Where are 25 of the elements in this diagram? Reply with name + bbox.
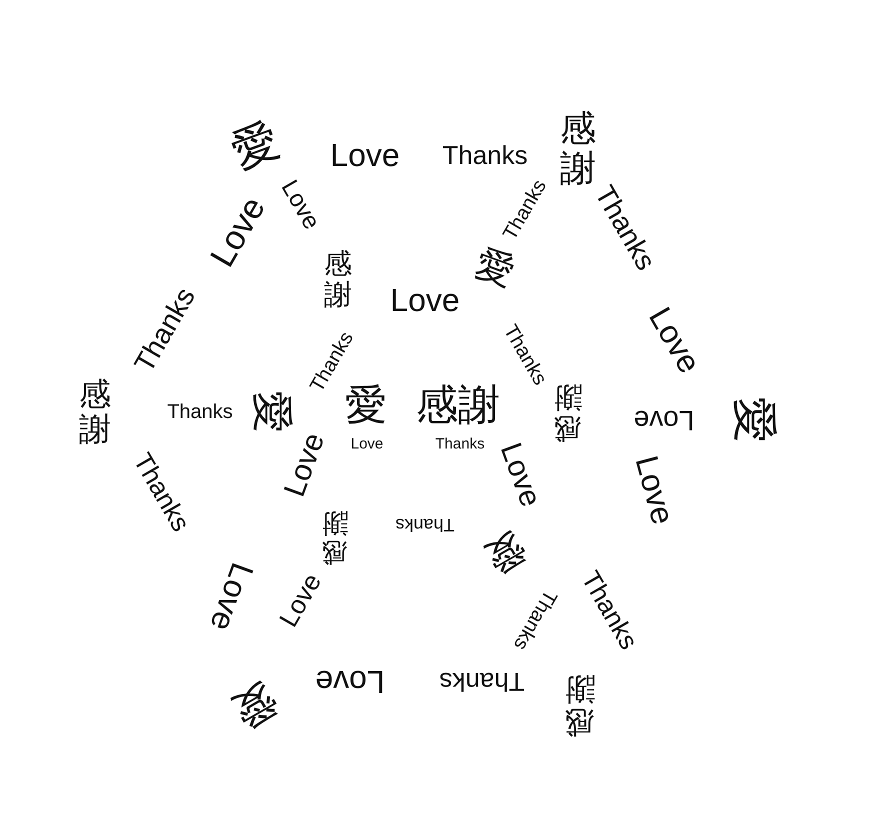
vertical-word: 感謝 <box>565 672 595 738</box>
rotated-word: 愛 <box>470 244 520 292</box>
vertical-word: 感謝 <box>324 249 352 311</box>
word: Love <box>390 284 460 316</box>
rotated-word: Love <box>634 406 694 434</box>
rotated-word: Love <box>205 558 259 636</box>
word: Thanks <box>442 142 528 168</box>
vertical-word: 感謝 <box>554 381 582 443</box>
rotated-word: Thanks <box>439 669 525 695</box>
vertical-word: 感謝 <box>322 509 348 567</box>
word: Thanks <box>435 436 485 452</box>
rotated-word: 愛 <box>479 526 531 578</box>
word: Love <box>350 436 384 452</box>
rotated-word: 愛 <box>226 676 284 734</box>
rotated-word: 愛 <box>732 397 778 443</box>
word: 感謝 <box>416 384 500 426</box>
vertical-word: 感謝 <box>560 108 596 188</box>
rotated-word: Love <box>494 439 546 511</box>
rotated-word: Love <box>315 666 385 698</box>
rotated-word: Love <box>630 452 680 528</box>
rotated-word: 愛 <box>226 116 284 174</box>
word: Thanks <box>167 402 233 422</box>
rotated-word: Thanks <box>395 516 455 534</box>
word: Love <box>330 139 400 171</box>
vertical-word: 感謝 <box>79 376 111 448</box>
